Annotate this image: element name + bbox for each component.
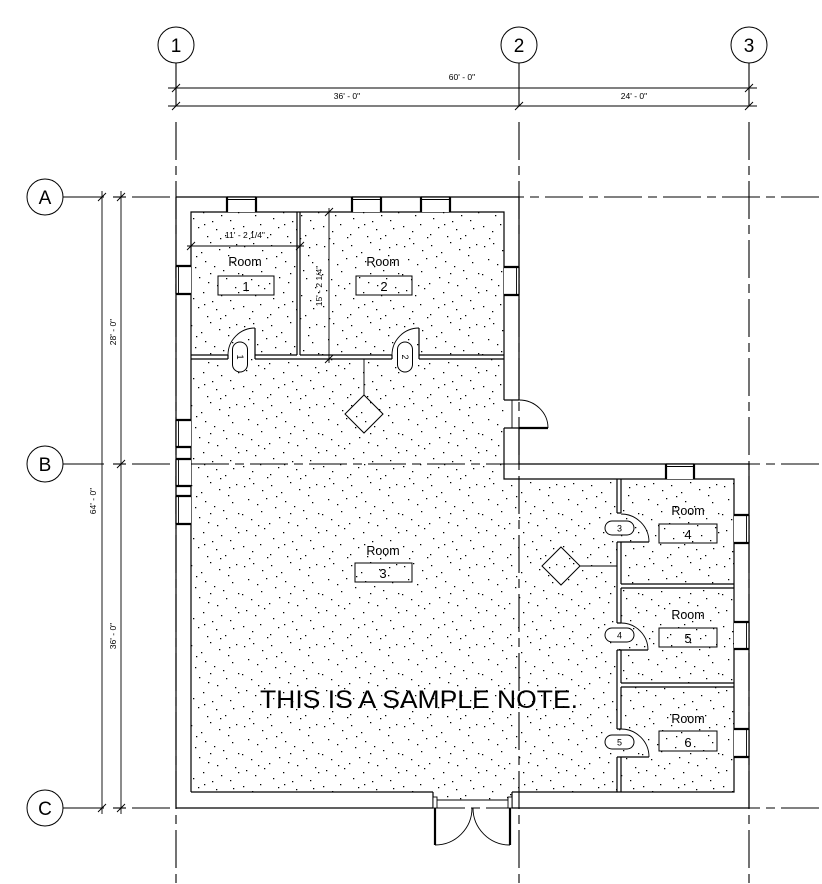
exterior-side-door[interactable] [511, 399, 549, 430]
window[interactable] [175, 494, 191, 526]
dimension-text-b-c: 36' - 0" [108, 623, 118, 649]
room-6-area[interactable] [621, 687, 734, 792]
window[interactable] [419, 196, 452, 212]
door-tag-5[interactable]: 5 [604, 734, 635, 750]
door-number: 3 [617, 524, 622, 534]
partition-walls-east [616, 479, 734, 792]
exterior-wall-outer-face [175, 196, 750, 809]
room-number: 6 [684, 735, 691, 750]
grid-label: C [38, 799, 52, 820]
dimension-overall-depth[interactable]: 64' - 0" [88, 191, 107, 814]
room-tag-5[interactable]: Room 5 [658, 608, 718, 648]
room-1-area[interactable] [191, 212, 297, 355]
room-2-area[interactable] [300, 212, 504, 355]
room-fills [191, 212, 734, 800]
diamond-marker-icon [344, 394, 384, 434]
window[interactable] [350, 196, 383, 212]
room-tag-6[interactable]: Room 6 [658, 712, 718, 752]
room-name: Room [366, 255, 399, 269]
dimension-text-1-2: 36' - 0" [334, 91, 360, 101]
door-tag-3[interactable]: 3 [604, 520, 635, 536]
room-name: Room [671, 608, 704, 622]
dimension-overall-width[interactable]: 60' - 0" [168, 72, 757, 93]
room-tag-2[interactable]: Room 2 [355, 255, 413, 296]
grid-bubble-b[interactable]: B [26, 445, 64, 483]
room-tag-3[interactable]: Room 3 [354, 544, 413, 583]
diamond-marker-icon [541, 546, 581, 586]
door-room-5[interactable] [620, 622, 649, 651]
grid-label: 3 [744, 36, 755, 57]
door-number: 5 [617, 738, 622, 748]
dimension-text-a-b: 28' - 0" [108, 319, 118, 345]
room-number: 5 [684, 631, 691, 646]
door-room-4[interactable] [620, 513, 650, 543]
window[interactable] [734, 620, 750, 651]
room-4-area[interactable] [621, 479, 734, 584]
door-number: 1 [235, 354, 245, 359]
window[interactable] [504, 265, 520, 297]
grid-label: 1 [171, 36, 182, 57]
grid-label: 2 [514, 36, 525, 57]
window[interactable] [175, 457, 191, 488]
room-number: 3 [379, 566, 386, 581]
room-name: Room [671, 504, 704, 518]
room-number: 4 [684, 527, 691, 542]
window[interactable] [175, 264, 191, 296]
grid-bubble-3[interactable]: 3 [730, 26, 768, 64]
dimension-text: 11' - 2 1/4" [225, 230, 265, 240]
text-note[interactable]: THIS IS A SAMPLE NOTE. [260, 686, 578, 714]
room-5-area[interactable] [621, 588, 734, 683]
room-name: Room [228, 255, 261, 269]
marker-1[interactable] [344, 359, 384, 434]
window[interactable] [175, 418, 191, 449]
window[interactable] [225, 196, 258, 212]
door-number: 2 [400, 354, 410, 359]
room-name: Room [671, 712, 704, 726]
room-tag-1[interactable]: Room 1 [217, 255, 275, 296]
dimension-grid-bays-horizontal[interactable]: 36' - 0" 24' - 0" [168, 91, 757, 111]
grid-label: A [39, 188, 52, 209]
dimension-text-2-3: 24' - 0" [621, 91, 647, 101]
window[interactable] [664, 463, 696, 479]
grid-label: B [39, 455, 52, 476]
grid-bubble-a[interactable]: A [26, 178, 64, 216]
window[interactable] [734, 513, 750, 545]
door-room-1[interactable] [227, 327, 256, 356]
door-room-6[interactable] [620, 728, 650, 758]
door-room-2[interactable] [391, 327, 420, 356]
windows [175, 196, 750, 759]
doors [227, 327, 650, 846]
grid-bubble-c[interactable]: C [26, 789, 64, 827]
dimension-text: 64' - 0" [88, 488, 98, 514]
room-3-area[interactable] [191, 359, 617, 800]
partition-walls-north [191, 212, 504, 360]
door-number: 4 [617, 631, 622, 641]
room-number: 2 [380, 279, 387, 294]
door-tag-4[interactable]: 4 [604, 627, 635, 643]
room-name: Room [366, 544, 399, 558]
grid-bubble-2[interactable]: 2 [500, 26, 538, 64]
window[interactable] [734, 727, 750, 759]
marker-2[interactable] [541, 546, 617, 586]
dimension-text: 15' - 2 1/4" [314, 266, 324, 307]
room-number: 1 [242, 279, 249, 294]
grid-bubble-1[interactable]: 1 [157, 26, 195, 64]
room-tag-4[interactable]: Room 4 [658, 504, 718, 544]
door-tag-1[interactable]: 1 [232, 341, 248, 373]
dimension-room-1-width[interactable]: 11' - 2 1/4" [186, 230, 305, 251]
dimension-text: 60' - 0" [449, 72, 475, 82]
door-tag-2[interactable]: 2 [397, 341, 413, 373]
dimension-room-2-depth[interactable]: 15' - 2 1/4" [314, 207, 334, 364]
dimension-grid-bays-vertical[interactable]: 28' - 0" 36' - 0" [108, 191, 126, 814]
entrance-double-door[interactable] [432, 796, 513, 846]
